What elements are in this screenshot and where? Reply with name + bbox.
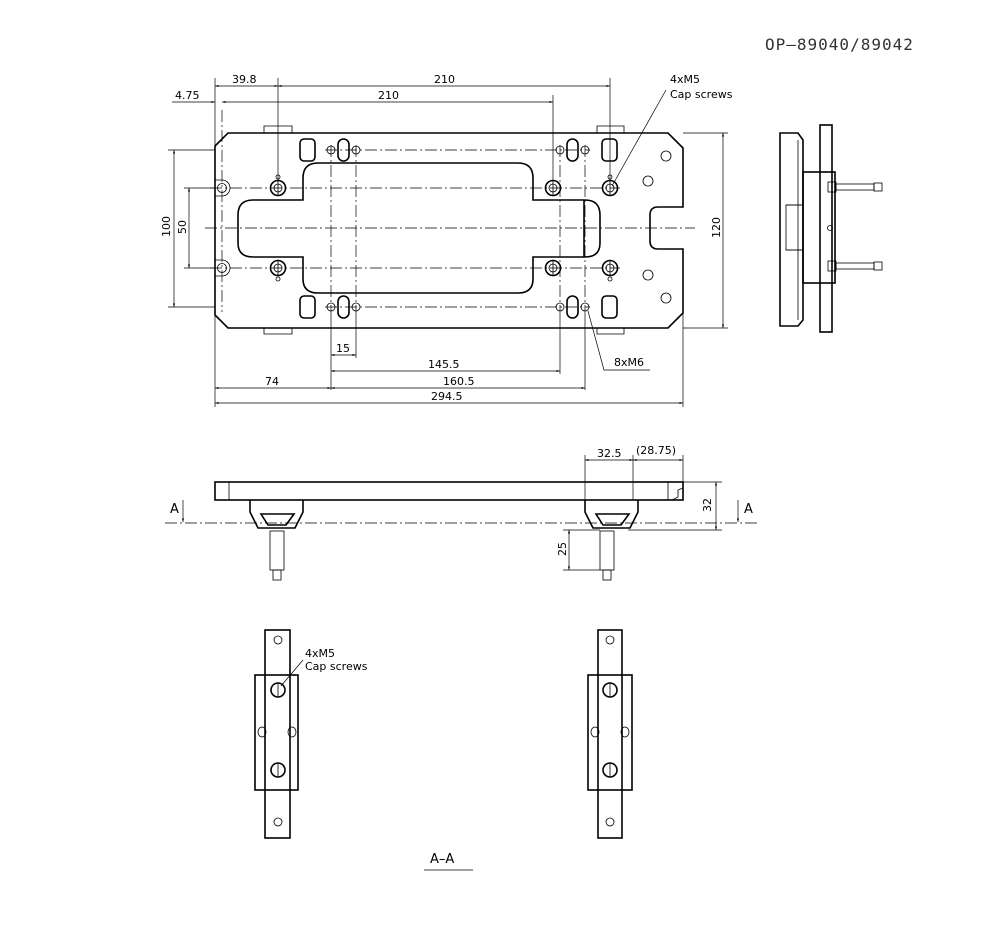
right-clamp [584, 500, 639, 581]
top-view: 39.8 210 210 4.75 100 50 120 [160, 73, 733, 407]
dim-294-5: 294.5 [431, 390, 463, 403]
dim-50: 50 [176, 220, 189, 234]
mounting-holes-right [642, 150, 672, 304]
m6-holes [326, 145, 590, 312]
dim-160-5: 160.5 [443, 375, 475, 388]
dim-39-8: 39.8 [232, 73, 257, 86]
dim-100: 100 [160, 216, 173, 237]
section-view: 4xM5 Cap screws A–A [254, 629, 633, 871]
dim-145-5: 145.5 [428, 358, 460, 371]
dim-74: 74 [265, 375, 279, 388]
section-callout-qty: 4xM5 [305, 647, 335, 660]
callout-cap-screws: 4xM5 Cap screws [611, 73, 733, 187]
section-marker-left: A [170, 502, 179, 517]
dim-120: 120 [710, 217, 723, 238]
callout-label: Cap screws [670, 88, 733, 101]
dimensions-top: 39.8 210 210 4.75 100 50 120 [160, 73, 728, 407]
part-number: OP–89040/89042 [765, 35, 914, 54]
callout-m6-label: 8xM6 [614, 356, 644, 369]
front-view: A A 32.5 (28.75) 32 25 [165, 444, 760, 581]
edge-holes [215, 179, 231, 277]
dim-210-second: 210 [378, 89, 399, 102]
dim-25: 25 [556, 542, 569, 556]
callout-qty: 4xM5 [670, 73, 700, 86]
side-view [779, 124, 883, 333]
dim-210-top: 210 [434, 73, 455, 86]
dim-4-75: 4.75 [175, 89, 200, 102]
slots [299, 138, 618, 319]
section-markers: A A [170, 500, 753, 522]
left-clamp [249, 500, 304, 581]
center-cutout [237, 162, 601, 294]
section-callout-label: Cap screws [305, 660, 368, 673]
dim-32-5: 32.5 [597, 447, 622, 460]
plate-outline [214, 132, 684, 329]
section-marker-right: A [744, 502, 753, 517]
section-label: A–A [430, 852, 454, 867]
section-right [587, 629, 633, 839]
dim-15: 15 [336, 342, 350, 355]
callout-m6: 8xM6 [587, 310, 650, 371]
dimensions-front: 32.5 (28.75) 32 25 [556, 444, 722, 571]
counterbored-holes [269, 174, 619, 282]
pins [827, 181, 883, 272]
section-left: 4xM5 Cap screws [254, 629, 368, 839]
dim-32: 32 [701, 498, 714, 512]
dim-28-75: (28.75) [636, 444, 676, 457]
